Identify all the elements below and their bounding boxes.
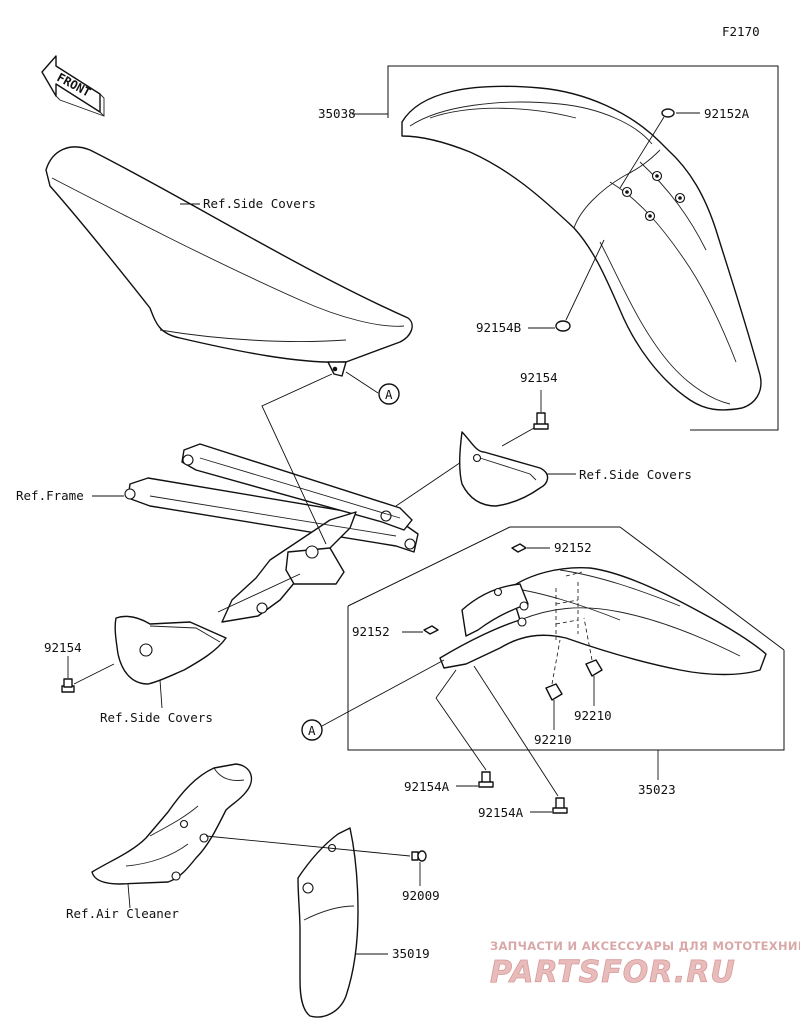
- label-35038: 35038: [318, 106, 356, 121]
- front-fender-box: [352, 65, 779, 431]
- right-cover-to-frame-leader: [395, 455, 471, 507]
- callout-a-bottom: A: [301, 659, 445, 741]
- rear-fender: [439, 566, 767, 676]
- label-92210-right: 92210: [574, 708, 612, 723]
- rear-fender-box: [347, 526, 785, 780]
- nut-92210-left: [545, 639, 563, 730]
- left-cover-to-frame-leader: [217, 573, 301, 613]
- seat: [45, 146, 413, 377]
- callout-a-bottom-label: A: [308, 723, 316, 738]
- frame-rail-assembly: [124, 443, 419, 623]
- label-92210-left: 92210: [534, 732, 572, 747]
- label-35023: 35023: [638, 782, 676, 797]
- bolt-92154-left: [61, 656, 115, 693]
- clip-92152-left: [402, 625, 439, 635]
- ref-side-covers-seat: Ref.Side Covers: [203, 196, 316, 211]
- bolt-92154a-left: [435, 669, 494, 788]
- screw-92152a: [619, 108, 700, 189]
- label-92154-upper: 92154: [520, 370, 558, 385]
- mud-guard: [297, 827, 359, 1018]
- front-fender: [401, 85, 762, 411]
- ref-frame: Ref.Frame: [16, 488, 84, 503]
- air-cleaner-ref-leader: [127, 883, 131, 909]
- left-side-cover: [114, 615, 227, 685]
- label-92152-top: 92152: [554, 540, 592, 555]
- ref-side-covers-left: Ref.Side Covers: [100, 710, 213, 725]
- label-92152a: 92152A: [704, 106, 750, 121]
- watermark-tagline: ЗАПЧАСТИ И АКСЕССУАРЫ ДЛЯ МОТОТЕХНИКИ: [490, 939, 800, 953]
- right-side-cover: [459, 431, 549, 507]
- watermark: ЗАПЧАСТИ И АКСЕССУАРЫ ДЛЯ МОТОТЕХНИКИ PA…: [490, 939, 800, 990]
- label-35019: 35019: [392, 946, 430, 961]
- air-cleaner-housing: [91, 763, 253, 885]
- callout-a-top-label: A: [385, 387, 393, 402]
- label-92154b: 92154B: [476, 320, 521, 335]
- front-direction-arrow-icon: FRONT: [41, 55, 105, 117]
- seat-to-frame-leader: [261, 373, 333, 545]
- washer-92154b: [528, 239, 605, 332]
- left-cover-ref-leader: [159, 679, 163, 709]
- callout-a-top: A: [345, 371, 400, 405]
- figure-id: F2170: [722, 24, 760, 39]
- ref-side-covers-right: Ref.Side Covers: [579, 467, 692, 482]
- bolt-92154-upper: [501, 390, 549, 447]
- ref-air-cleaner: Ref.Air Cleaner: [66, 906, 179, 921]
- label-92009: 92009: [402, 888, 440, 903]
- bolt-92009: [205, 835, 427, 886]
- label-92154a-right: 92154A: [478, 805, 524, 820]
- clip-92152-top: [511, 543, 550, 553]
- bolt-92154a-right: [473, 665, 568, 814]
- watermark-brand: PARTSFOR.RU: [490, 955, 736, 990]
- label-92152-left: 92152: [352, 624, 390, 639]
- nut-92210-right: [583, 617, 603, 706]
- label-92154-left: 92154: [44, 640, 82, 655]
- label-92154a-left: 92154A: [404, 779, 450, 794]
